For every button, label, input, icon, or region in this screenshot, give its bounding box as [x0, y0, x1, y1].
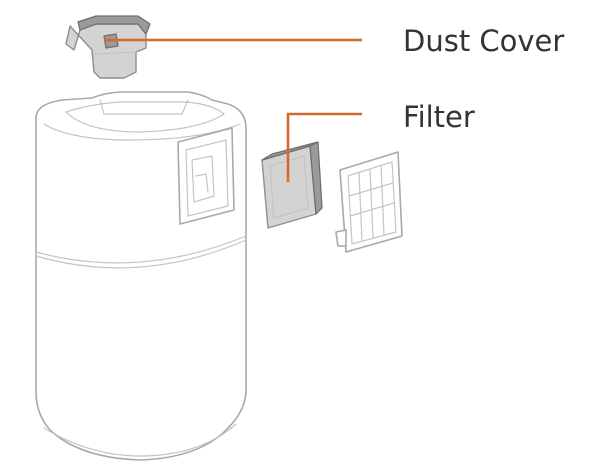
compartment-slot [191, 155, 215, 203]
dust-cover-ridge [93, 51, 137, 55]
top-handle [99, 99, 189, 115]
body-seam-2 [35, 239, 247, 269]
top-recess [64, 101, 226, 133]
filter-side-edge [309, 141, 323, 215]
filter-frame [269, 155, 309, 219]
dust-cover-top [77, 15, 151, 35]
grille-tab [335, 229, 347, 247]
body-seam [35, 235, 247, 264]
main-body [35, 91, 247, 461]
filter-part [261, 141, 323, 229]
grille-bar-2 [349, 202, 395, 217]
label-dust-cover: Dust Cover [403, 24, 564, 58]
dust-cover-body [65, 23, 147, 79]
grille-rib-3 [380, 164, 385, 236]
leader-line-filter [286, 112, 362, 182]
compartment-detail [195, 173, 209, 193]
grille-rib-1 [358, 171, 363, 242]
compartment-inner [185, 139, 229, 217]
grille-bar-1 [348, 182, 394, 197]
base-line [43, 423, 237, 457]
filter-grille-part [335, 151, 403, 253]
dust-cover-part [65, 15, 151, 79]
label-filter: Filter [403, 100, 475, 134]
grille-inner [347, 161, 397, 245]
grille-rib-2 [369, 168, 374, 239]
